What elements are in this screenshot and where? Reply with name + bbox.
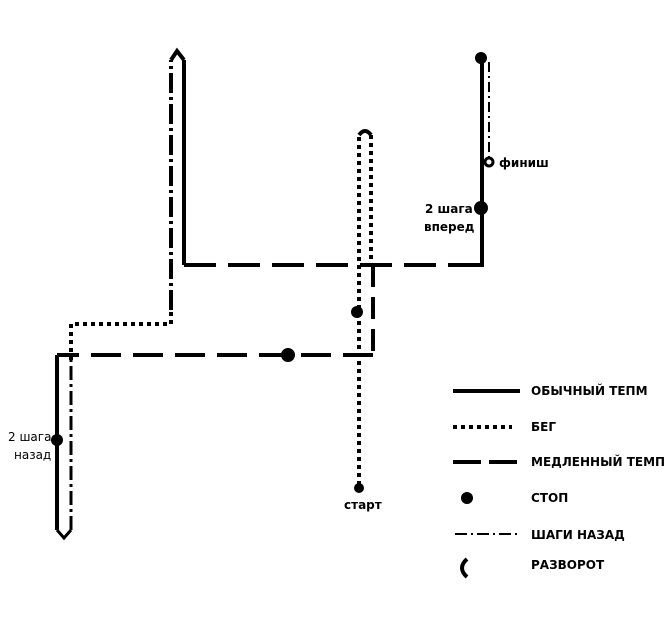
stop-two-steps-back <box>51 434 63 446</box>
label-forward-line1: 2 шага <box>425 202 473 216</box>
stop-top-right <box>475 52 487 64</box>
route-normal-right-up <box>475 60 484 267</box>
legend-label-dotted: БЕГ <box>531 420 556 434</box>
legend-label-dash-dot: ШАГИ НАЗАД <box>531 528 625 542</box>
legend-item-dashed: МЕДЛЕННЫЙ ТЕМП <box>453 454 665 469</box>
label-back-line1: 2 шага <box>8 430 51 444</box>
label-back-line2: назад <box>14 448 51 462</box>
legend-swatch-u-turn <box>460 557 469 579</box>
stop-markers <box>51 52 495 493</box>
label-finish: финиш <box>499 156 549 170</box>
legend-label-u-turn: РАЗВОРОТ <box>531 558 605 572</box>
legend-item-dotted: БЕГ <box>453 420 556 434</box>
stop-lower-horizontal <box>281 348 295 362</box>
stop-start <box>354 483 364 493</box>
legend-label-solid: ОБЫЧНЫЙ ТЕПМ <box>531 383 648 398</box>
legend: ОБЫЧНЫЙ ТЕПМ БЕГ МЕДЛЕННЫЙ ТЕМП СТОП ШАГ… <box>453 383 665 579</box>
legend-swatch-stop <box>461 492 473 504</box>
stop-two-steps-forward <box>474 201 488 215</box>
legend-label-dashed: МЕДЛЕННЫЙ ТЕМП <box>531 454 665 469</box>
legend-item-stop: СТОП <box>461 491 568 505</box>
legend-label-stop: СТОП <box>531 491 568 505</box>
u-turn-top-left <box>169 47 186 62</box>
u-turn-top-center <box>357 129 373 137</box>
route-run-step <box>69 310 173 360</box>
route-path <box>55 47 490 541</box>
label-forward-line2: вперед <box>424 220 475 234</box>
stop-center-column <box>351 306 363 318</box>
legend-item-u-turn: РАЗВОРОТ <box>460 557 605 579</box>
label-start: старт <box>344 498 382 512</box>
stop-finish <box>483 156 495 168</box>
legend-item-solid: ОБЫЧНЫЙ ТЕПМ <box>453 383 648 398</box>
legend-item-dash-dot: ШАГИ НАЗАД <box>455 528 625 542</box>
u-turn-bottom-left <box>55 529 73 541</box>
